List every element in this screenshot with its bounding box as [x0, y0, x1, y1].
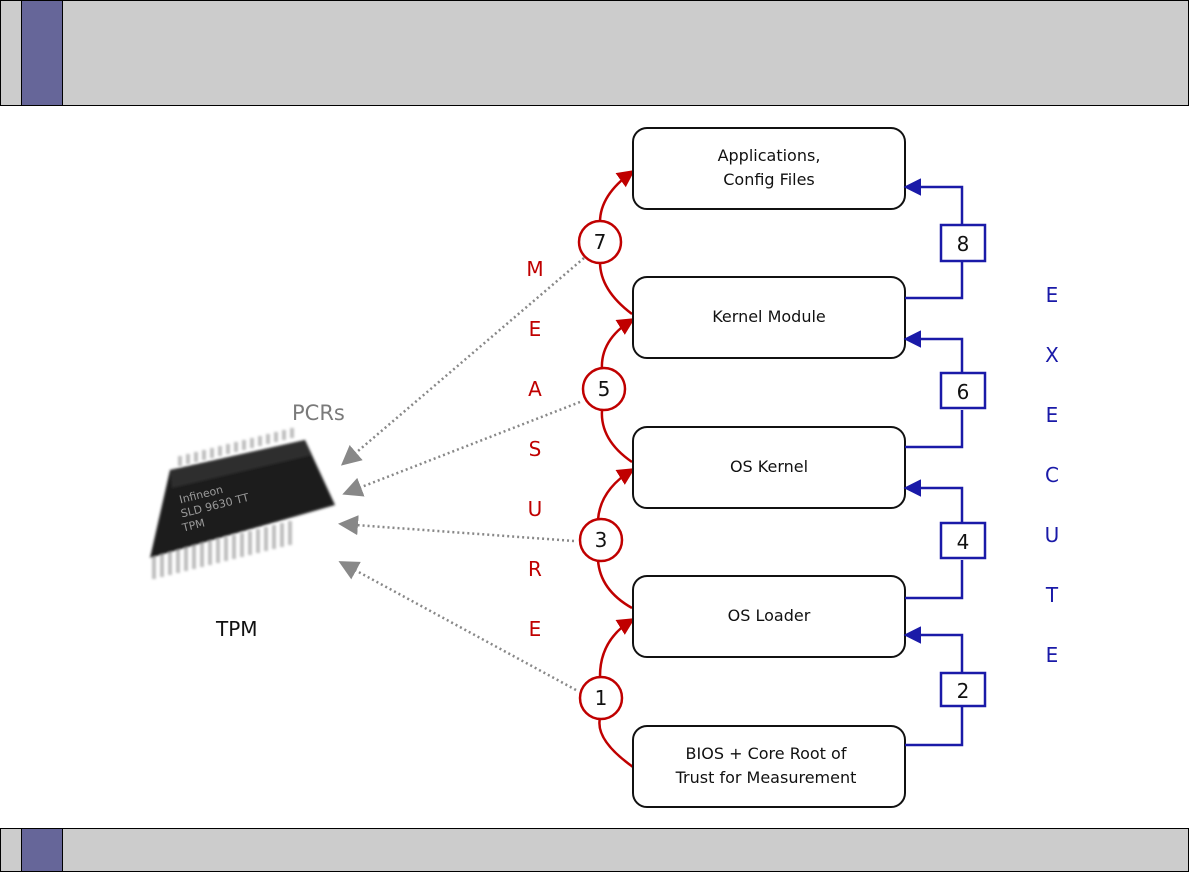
- pcr-arrow-7: [340, 257, 585, 466]
- measure-label: M E A S U R E: [526, 257, 543, 641]
- footer-bar-accent: [21, 828, 63, 872]
- tpm-chip-image: [150, 428, 335, 579]
- svg-text:7: 7: [594, 230, 607, 254]
- tpm-label: TPM: [215, 617, 258, 641]
- svg-text:6: 6: [957, 380, 970, 404]
- box-applications: Applications, Config Files: [632, 127, 906, 210]
- svg-text:2: 2: [957, 679, 970, 703]
- title-bar-accent: [21, 0, 63, 106]
- svg-text:OS Loader: OS Loader: [728, 606, 811, 625]
- box-os-kernel: OS Kernel: [632, 426, 906, 509]
- svg-text:E: E: [529, 317, 542, 341]
- pcr-arrow-5: [342, 400, 581, 497]
- svg-text:1: 1: [595, 686, 608, 710]
- svg-text:T: T: [1045, 583, 1059, 607]
- box-kernel-module: Kernel Module: [632, 276, 906, 359]
- svg-text:5: 5: [598, 377, 611, 401]
- svg-text:TPM: TPM: [180, 516, 206, 534]
- svg-text:E: E: [529, 617, 542, 641]
- pcr-arrow-1: [338, 561, 577, 692]
- execute-step-6: 6: [939, 371, 987, 410]
- svg-text:Trust for Measurement: Trust for Measurement: [675, 768, 857, 787]
- svg-text:Config Files: Config Files: [723, 170, 815, 189]
- pcr-arrow-3: [338, 515, 575, 543]
- measure-step-1: 1: [578, 675, 624, 721]
- execute-step-2: 2: [939, 671, 987, 708]
- execute-label: E X E C U T E: [1045, 283, 1060, 667]
- measure-step-5: 5: [581, 366, 627, 412]
- pcrs-label: PCRs: [292, 401, 345, 425]
- box-bios-crtm: BIOS + Core Root of Trust for Measuremen…: [632, 725, 906, 808]
- execute-paths: [903, 178, 964, 747]
- svg-text:R: R: [528, 557, 542, 581]
- svg-text:E: E: [1046, 283, 1059, 307]
- measure-step-3: 3: [578, 517, 624, 563]
- svg-text:A: A: [528, 377, 542, 401]
- execute-step-4: 4: [939, 521, 987, 560]
- svg-text:U: U: [528, 497, 543, 521]
- measure-arcs: [596, 169, 635, 769]
- svg-text:OS Kernel: OS Kernel: [730, 457, 808, 476]
- svg-text:Kernel Module: Kernel Module: [712, 307, 826, 326]
- svg-text:E: E: [1046, 403, 1059, 427]
- svg-text:C: C: [1045, 463, 1059, 487]
- svg-text:Applications,: Applications,: [718, 146, 821, 165]
- svg-text:BIOS + Core Root of: BIOS + Core Root of: [686, 744, 847, 763]
- svg-text:E: E: [1046, 643, 1059, 667]
- svg-text:4: 4: [957, 530, 970, 554]
- execute-step-8: 8: [939, 223, 987, 263]
- footer-bar: [0, 828, 1189, 872]
- svg-text:U: U: [1045, 523, 1060, 547]
- svg-text:8: 8: [957, 232, 970, 256]
- pcr-extend-arrows: [338, 257, 585, 692]
- svg-text:S: S: [529, 437, 542, 461]
- measure-step-7: 7: [577, 219, 623, 265]
- svg-text:3: 3: [595, 528, 608, 552]
- title-bar: [0, 0, 1189, 106]
- box-os-loader: OS Loader: [632, 575, 906, 658]
- svg-text:X: X: [1045, 343, 1059, 367]
- svg-text:M: M: [526, 257, 543, 281]
